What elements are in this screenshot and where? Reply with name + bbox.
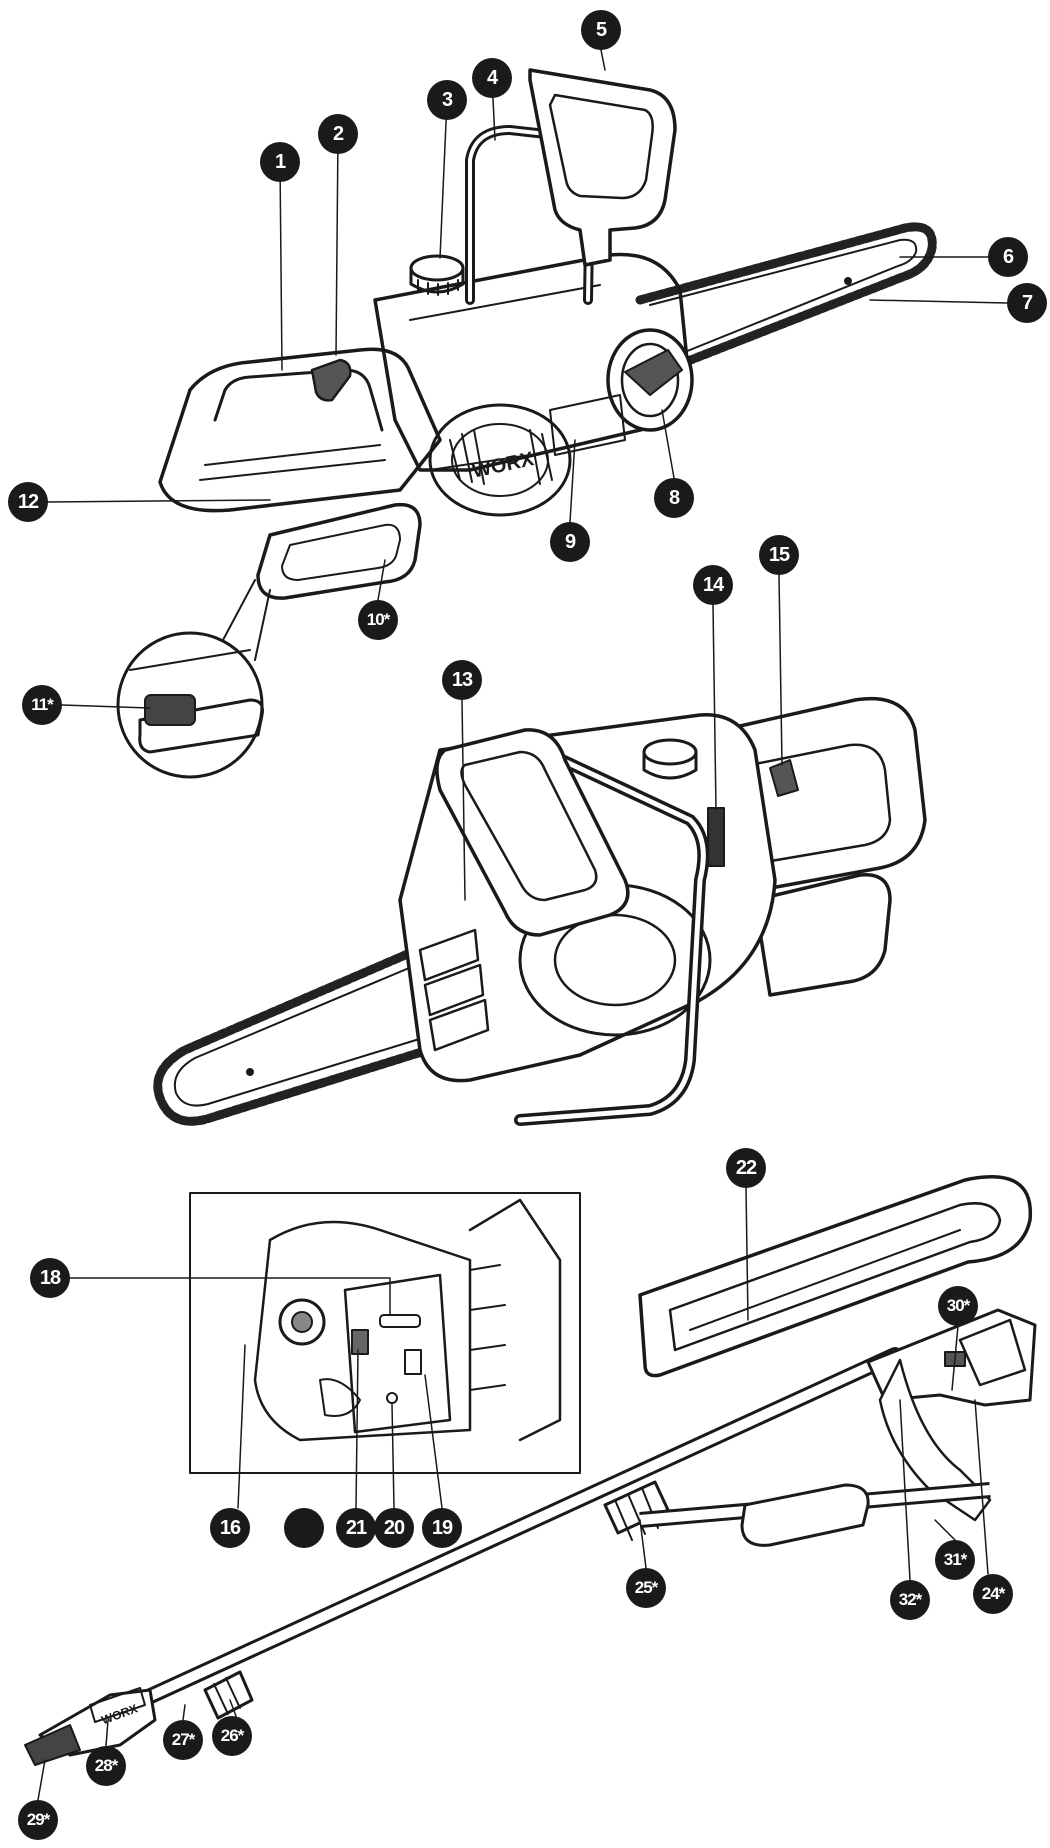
- callout-27: 27*: [163, 1720, 203, 1760]
- callout-14: 14: [693, 565, 733, 605]
- detail-panel: [69, 1192, 581, 1509]
- callout-6: 6: [988, 237, 1028, 277]
- callout-13: 13: [442, 660, 482, 700]
- top-battery: [256, 502, 422, 600]
- tension-knob: [606, 328, 694, 432]
- callout-24: 24*: [973, 1574, 1013, 1614]
- callout-32: 32*: [890, 1580, 930, 1620]
- brand-logo-top: WORX: [470, 448, 536, 483]
- callout-16: 16: [210, 1508, 250, 1548]
- callout-18: 18: [30, 1258, 70, 1298]
- callout-10: 10*: [358, 600, 398, 640]
- callout-17: [284, 1508, 324, 1548]
- callout-7: 7: [1007, 283, 1047, 323]
- callout-9: 9: [550, 522, 590, 562]
- callout-2: 2: [318, 114, 358, 154]
- top-chainsaw: WORX: [116, 68, 937, 779]
- callout-11: 11*: [22, 685, 62, 725]
- callout-3: 3: [427, 80, 467, 120]
- callout-8: 8: [654, 478, 694, 518]
- callout-22: 22: [726, 1148, 766, 1188]
- callout-4: 4: [472, 58, 512, 98]
- oil-cap: [409, 254, 465, 296]
- callout-30: 30*: [938, 1286, 978, 1326]
- callout-28: 28*: [86, 1746, 126, 1786]
- callout-21: 21: [336, 1508, 376, 1548]
- callout-31: 31*: [935, 1540, 975, 1580]
- callout-29: 29*: [18, 1800, 58, 1840]
- callout-26: 26*: [212, 1716, 252, 1756]
- middle-chainsaw: [153, 696, 927, 1126]
- callout-25: 25*: [626, 1568, 666, 1608]
- callout-19: 19: [422, 1508, 462, 1548]
- leader-lines: [37, 49, 1008, 1801]
- callout-20: 20: [374, 1508, 414, 1548]
- pole-saw: WORX: [24, 1308, 1037, 1766]
- scabbard: [638, 1175, 1033, 1378]
- callout-5: 5: [581, 10, 621, 50]
- callout-15: 15: [759, 535, 799, 575]
- callout-1: 1: [260, 142, 300, 182]
- pole-head: WORX: [24, 1687, 157, 1766]
- callout-12: 12: [8, 482, 48, 522]
- collar-26: [203, 1670, 254, 1720]
- top-guide-bar: [635, 222, 937, 377]
